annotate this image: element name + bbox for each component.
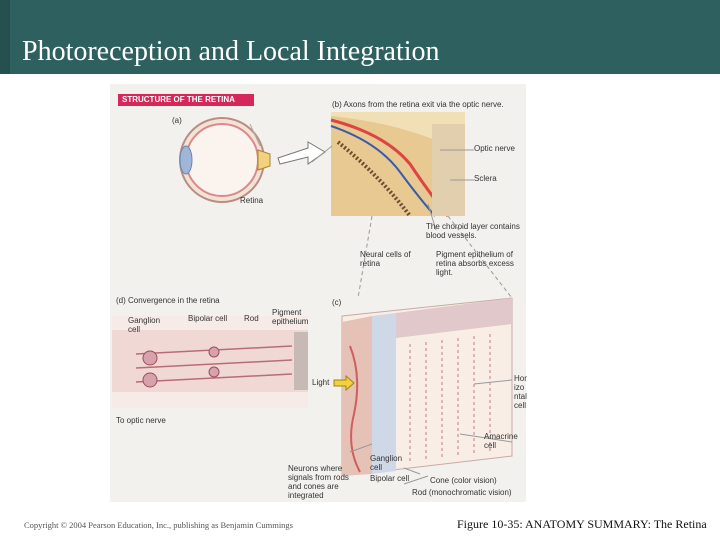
figure-illustration xyxy=(112,112,513,485)
title-bar: Photoreception and Local Integration xyxy=(0,0,720,74)
label-bipolar-cell-2: Bipolar cell xyxy=(370,474,410,483)
label-light: Light xyxy=(312,378,330,387)
slide-title: Photoreception and Local Integration xyxy=(22,36,440,67)
label-cone: Cone (color vision) xyxy=(430,476,497,485)
label-amacrine-cell: Amacrine cell xyxy=(484,432,518,450)
label-retina: Retina xyxy=(240,196,264,205)
title-accent xyxy=(0,0,10,74)
convergence-panel xyxy=(112,316,308,408)
label-panel-b: (b) Axons from the retina exit via the o… xyxy=(332,100,504,109)
label-rod-mono: Rod (monochromatic vision) xyxy=(412,488,512,497)
label-ganglion-cell: Ganglion cell xyxy=(128,316,161,334)
label-horizontal-cell: Horizontal cell xyxy=(514,374,527,410)
label-to-optic-nerve: To optic nerve xyxy=(116,416,166,425)
label-neural-cells: Neural cells of retina xyxy=(360,250,411,268)
copyright-notice: Copyright © 2004 Pearson Education, Inc.… xyxy=(24,520,293,530)
label-pigment-epithelium-retina: Pigment epithelium of retina absorbs exc… xyxy=(436,250,514,277)
label-neurons-integrated: Neurons where signals from rods and cone… xyxy=(288,464,349,500)
figure-banner: STRUCTURE OF THE RETINA xyxy=(118,94,254,106)
label-sclera: Sclera xyxy=(474,174,497,183)
label-optic-nerve: Optic nerve xyxy=(474,144,515,153)
figure-caption: Figure 10-35: ANATOMY SUMMARY: The Retin… xyxy=(457,517,707,531)
retina-figure: STRUCTURE OF THE RETINA xyxy=(110,84,527,502)
optic-nerve-section xyxy=(330,112,465,218)
label-panel-c: (c) xyxy=(332,298,342,307)
label-ganglion-cell-2: Ganglion cell xyxy=(370,454,403,472)
label-rod: Rod xyxy=(244,314,259,323)
label-pigment-epithelium: Pigment epithelium xyxy=(272,308,309,326)
retina-block xyxy=(341,297,513,477)
label-choroid: The choroid layer contains blood vessels… xyxy=(426,222,520,240)
eye-illustration xyxy=(179,117,271,203)
label-panel-a: (a) xyxy=(172,116,182,125)
label-bipolar-cell: Bipolar cell xyxy=(188,314,228,323)
label-panel-d: (d) Convergence in the retina xyxy=(116,296,220,305)
